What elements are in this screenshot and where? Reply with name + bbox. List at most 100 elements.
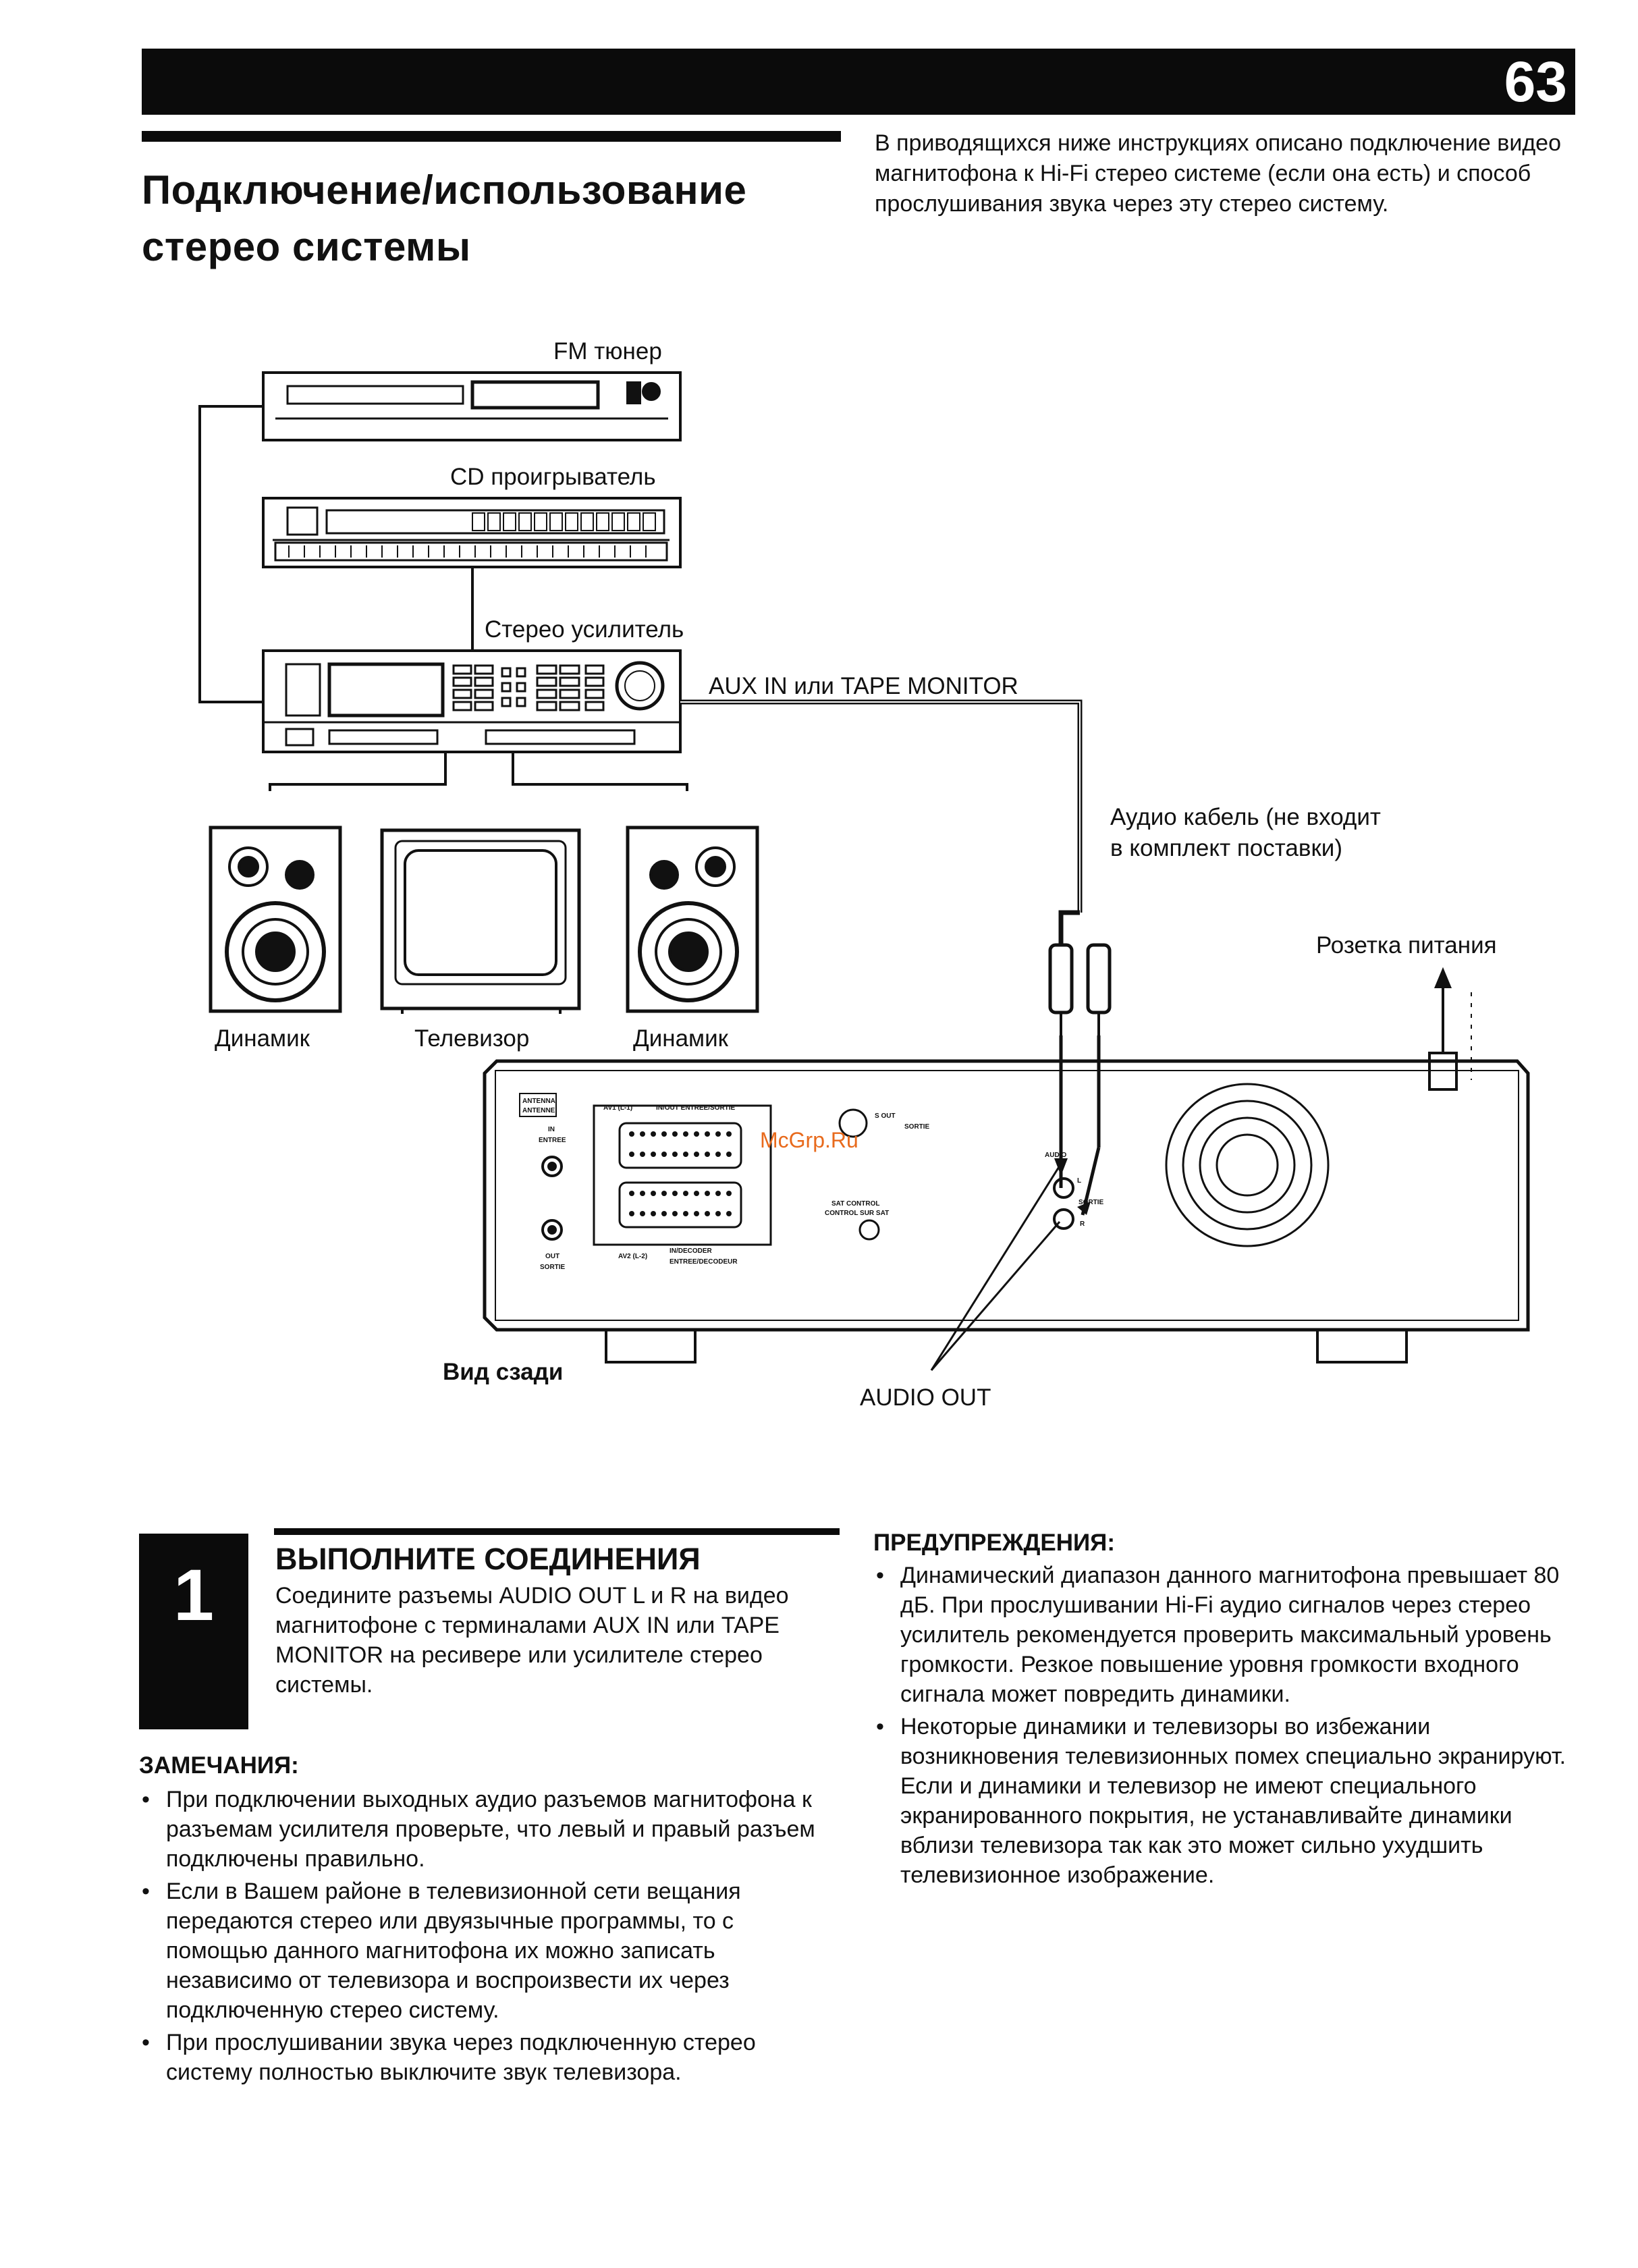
notes-list: При подключении выходных аудио разъемов … <box>139 1785 841 2090</box>
audio-cable-label-2: в комплект поставки) <box>1110 835 1342 861</box>
page-number: 63 <box>1504 50 1567 113</box>
panel-indecoder: IN/DECODER <box>670 1247 713 1255</box>
panel-out: OUT <box>545 1253 559 1260</box>
watermark: McGrp.Ru <box>760 1128 858 1152</box>
panel-s-sortie: SORTIE <box>904 1123 930 1131</box>
audio-cable-label-1: Аудио кабель (не входит <box>1110 804 1381 830</box>
speaker-right-label: Динамик <box>633 1025 729 1052</box>
cd-button <box>627 512 640 531</box>
scart-pin <box>715 1191 721 1196</box>
fm-tuner-label: FM тюнер <box>553 338 662 364</box>
panel-entree-decodeur: ENTREE/DECODEUR <box>670 1258 738 1266</box>
amp-button <box>474 676 494 687</box>
scart-pin <box>715 1211 721 1216</box>
scart-pin <box>672 1131 678 1137</box>
rear-view-label: Вид сзади <box>443 1359 563 1385</box>
speaker-left-label: Динамик <box>215 1025 310 1052</box>
panel-av1: AV1 (L-1) <box>603 1104 632 1112</box>
cd-player-label: CD проигрыватель <box>450 464 656 490</box>
scart-pin <box>651 1211 656 1216</box>
step-body: Соедините разъемы AUDIO OUT L и R на вид… <box>275 1583 789 1698</box>
cd-button <box>487 512 501 531</box>
cd-button <box>534 512 547 531</box>
panel-control-sat: CONTROL SUR SAT <box>825 1210 889 1217</box>
amp-selector <box>501 667 512 678</box>
scart-pin <box>683 1152 688 1157</box>
amp-button <box>474 664 494 675</box>
panel-inout: IN/OUT ENTREE/SORTIE <box>656 1104 736 1112</box>
amp-button <box>452 676 472 687</box>
page-title: Подключение/использование стерео системы <box>142 167 747 269</box>
cd-player <box>262 497 682 568</box>
scart-pin <box>683 1211 688 1216</box>
scart-pin <box>715 1152 721 1157</box>
speaker-left <box>209 826 342 1013</box>
amp-selector <box>516 682 526 693</box>
panel-sortie: SORTIE <box>540 1264 566 1271</box>
amp-button <box>536 664 557 675</box>
scart-pin <box>640 1131 645 1137</box>
scart-pin <box>705 1131 710 1137</box>
rca-plugs <box>1048 943 1112 1216</box>
amp-button <box>584 664 605 675</box>
scart-pin <box>640 1152 645 1157</box>
scart-pin <box>629 1152 634 1157</box>
panel-sat-control: SAT CONTROL <box>831 1200 879 1208</box>
amp-button <box>452 664 472 675</box>
television <box>380 828 581 1014</box>
amp-selector <box>501 697 512 707</box>
amp-button <box>584 664 605 675</box>
scart-pin <box>629 1211 634 1216</box>
cd-button <box>596 512 609 531</box>
scart-pin <box>672 1152 678 1157</box>
scart-pin <box>726 1191 732 1196</box>
amp-button <box>559 664 580 675</box>
scart-pin <box>726 1131 732 1137</box>
warnings-heading: ПРЕДУПРЕЖДЕНИЯ: <box>873 1530 1115 1556</box>
amp-button <box>536 688 557 699</box>
fm-tuner <box>262 371 682 441</box>
scart-pin <box>672 1211 678 1216</box>
amp-selector <box>516 667 526 678</box>
warning-item: Некоторые динамики и телевизоры во избеж… <box>873 1712 1589 1890</box>
scart-pin <box>694 1191 699 1196</box>
scart-pin <box>629 1191 634 1196</box>
scart-pin <box>694 1152 699 1157</box>
system-cables <box>198 405 1083 945</box>
note-item: При подключении выходных аудио разъемов … <box>139 1785 841 1874</box>
cd-button <box>611 512 625 531</box>
cd-button <box>503 512 516 531</box>
cd-button <box>580 512 594 531</box>
amp-selector <box>516 697 526 707</box>
panel-l: L <box>1077 1177 1081 1185</box>
scart-pin <box>694 1211 699 1216</box>
scart-pin <box>726 1211 732 1216</box>
title-rule <box>142 131 841 142</box>
panel-audio: AUDIO <box>1045 1152 1066 1159</box>
amp-button <box>452 688 472 699</box>
amplifier-label: Стерео усилитель <box>485 616 684 643</box>
warnings-list: Динамический диапазон данного магнитофон… <box>873 1561 1589 1893</box>
step-title: ВЫПОЛНИТЕ СОЕДИНЕНИЯ <box>275 1542 701 1576</box>
stereo-amplifier <box>262 649 682 753</box>
panel-s-out: S OUT <box>875 1112 896 1120</box>
amp-button <box>536 676 557 687</box>
scart-pin <box>726 1152 732 1157</box>
scart-pin <box>629 1131 634 1137</box>
panel-sortie-small: SORTIE <box>1079 1199 1104 1206</box>
connection-diagram: FM тюнер CD проигрыватель Стерео усилите… <box>198 338 1530 1411</box>
amp-button <box>584 688 605 699</box>
amp-button <box>584 688 605 699</box>
panel-av2: AV2 (L-2) <box>618 1253 647 1260</box>
amp-button <box>584 676 605 687</box>
step-number: 1 <box>173 1554 215 1636</box>
amp-button <box>474 688 494 699</box>
amp-button <box>474 701 494 711</box>
page-header-bar: 63 <box>142 49 1575 115</box>
panel-antenne: ANTENNE <box>522 1107 555 1114</box>
audio-out-pointers <box>930 1158 1091 1371</box>
panel-antenna: ANTENNA <box>522 1098 555 1105</box>
amp-button <box>559 688 580 699</box>
audio-out-label: AUDIO OUT <box>860 1384 991 1411</box>
cd-button <box>472 512 485 531</box>
